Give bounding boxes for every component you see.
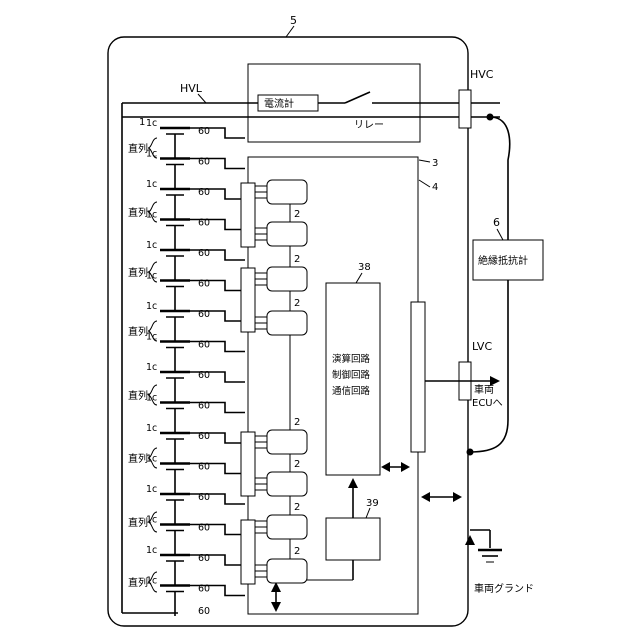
hvc-connector xyxy=(459,90,471,128)
series-label: 直列 xyxy=(128,389,148,402)
cell-group-label: 1c xyxy=(146,301,157,312)
wire-connector xyxy=(241,432,255,496)
cell-group-label: 1c xyxy=(146,423,157,434)
wire-connector xyxy=(241,183,255,247)
wire-connector xyxy=(241,268,255,332)
series-label: 直列 xyxy=(128,325,148,338)
series-label: 直列 xyxy=(128,576,148,589)
circuit-label-2: 制御回路 xyxy=(332,369,371,381)
vehicle-ecu-label-1: 車両 xyxy=(474,383,494,396)
cell-group-label: 1c xyxy=(146,240,157,251)
vehicle-ecu-label-2: ECUへ xyxy=(472,398,503,409)
series-label: 直列 xyxy=(128,142,148,155)
ammeter-label: 電流計 xyxy=(264,97,294,110)
hvl-label: HVL xyxy=(180,82,203,95)
vehicle-ground-label: 車両グランド xyxy=(474,582,534,595)
communication-bus xyxy=(411,302,425,452)
insulation-meter-label: 絶縁抵抗計 xyxy=(478,254,528,267)
ref-label-5: 5 xyxy=(290,14,297,27)
ic-ref-label: 2 xyxy=(294,298,300,309)
circuit-label-1: 演算回路 xyxy=(332,353,371,365)
cell-group-label: 1c xyxy=(146,484,157,495)
ref-label-3: 3 xyxy=(432,158,438,169)
series-label: 直列 xyxy=(128,452,148,465)
ref-label-6: 6 xyxy=(493,216,500,229)
wire-ref-label: 60 xyxy=(198,606,210,617)
ic-ref-label: 2 xyxy=(294,209,300,220)
cell-group-label: 1c xyxy=(146,362,157,373)
relay-label: リレー xyxy=(354,120,384,131)
ic-ref-label: 2 xyxy=(294,417,300,428)
block-39 xyxy=(326,518,380,560)
ic-ref-label: 2 xyxy=(294,502,300,513)
series-label: 直列 xyxy=(128,516,148,529)
lvc-label: LVC xyxy=(472,340,492,353)
cell-group-label: 1c xyxy=(146,545,157,556)
series-label: 直列 xyxy=(128,206,148,219)
circuit-label-3: 通信回路 xyxy=(332,385,371,397)
ref-label-4: 4 xyxy=(432,182,438,193)
ic-top-ref: 1 xyxy=(139,117,145,128)
wire-connector xyxy=(241,520,255,584)
ref-label-39: 39 xyxy=(366,498,379,509)
hvc-label: HVC xyxy=(470,68,494,81)
ic-ref-label: 2 xyxy=(294,254,300,265)
ic-ref-label: 2 xyxy=(294,546,300,557)
series-label: 直列 xyxy=(128,266,148,279)
cell-group-label: 1c xyxy=(146,179,157,190)
ic-ref-label: 2 xyxy=(294,459,300,470)
cell-group-label: 1c xyxy=(146,118,157,129)
ref-label-38: 38 xyxy=(358,262,371,273)
